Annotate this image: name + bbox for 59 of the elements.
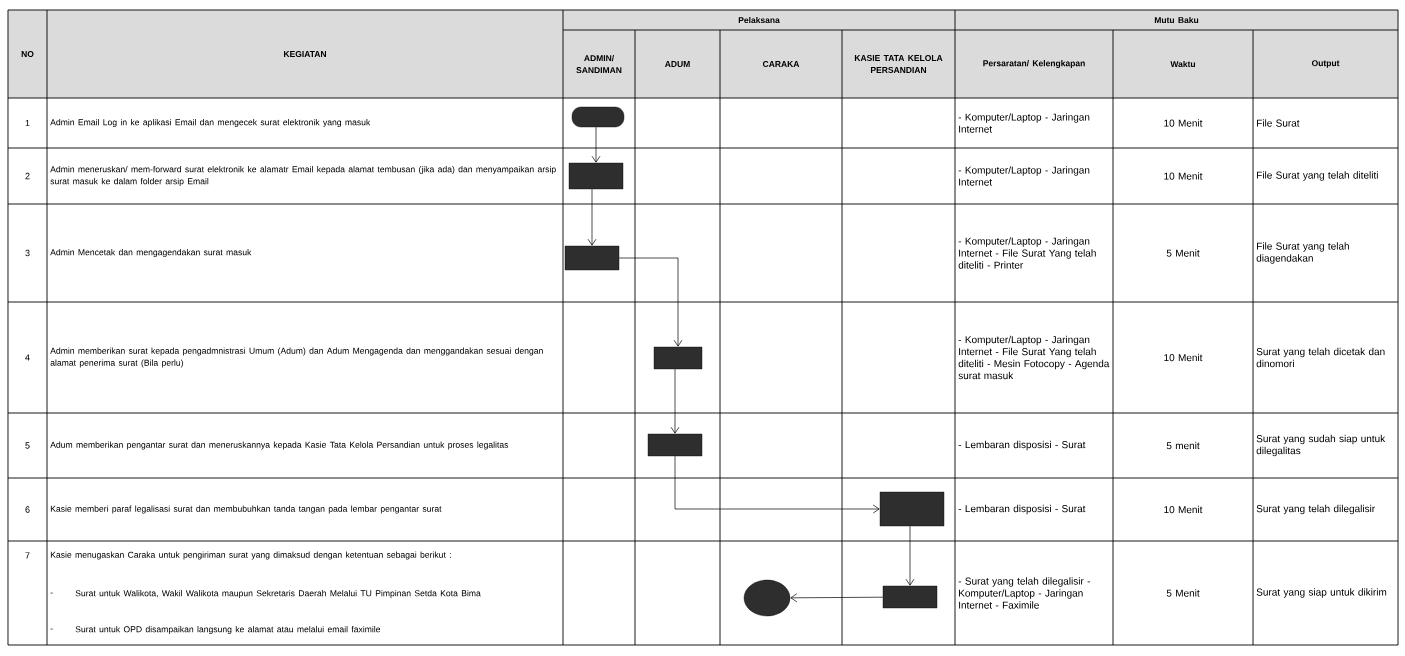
output-text: File Surat yang telah diagendakan: [1256, 242, 1349, 264]
process-box: [882, 585, 938, 609]
arrow: [618, 257, 683, 347]
duration-text: 5 menit: [1166, 441, 1200, 450]
duration-text: 10 Menit: [1164, 172, 1203, 180]
duration-text: 10 Menit: [1164, 353, 1203, 362]
row-number: 1: [25, 119, 30, 127]
activity-text: Admin Email Log in ke aplikasi Email dan mengecek surat elektronik yang masuk: [50, 119, 371, 127]
terminator-shape: [571, 106, 625, 128]
requirement-list: - Komputer/Laptop - Jaringan Internet - File Surat Yang telah diteliti - Mesin Fotocopy - Agenda surat masuk: [958, 335, 1110, 380]
column-header: Pelaksana: [563, 10, 955, 30]
output-text: File Surat yang telah diteliti: [1257, 171, 1378, 181]
row-number: 5: [25, 442, 30, 449]
activity-text: Admin memberikan surat kepada pengadmnistrasi Umum (Adum) dan Adum Mengagenda dan menggandakan sesuai dengan alamat penerima surat (Bila perlu): [50, 347, 543, 368]
activity-text: Admin Mencetak dan mengagendakan surat masuk: [50, 249, 252, 257]
column-header: CARAKA: [720, 30, 842, 98]
activity-text: Surat untuk Walikota, Wakil Walikota maupun Sekretaris Daerah Melalui TU Pimpinan Setda Kota Bima: [75, 590, 481, 598]
process-box: [568, 162, 624, 190]
duration-text: 10 Menit: [1164, 119, 1203, 127]
arrow: [591, 126, 601, 163]
output-text: Surat yang telah dicetak dan dinomori: [1256, 347, 1385, 368]
bullet-dash: -: [50, 628, 53, 630]
process-box: [879, 491, 945, 527]
row-number: 4: [25, 354, 30, 361]
output-text: File Surat: [1257, 119, 1300, 127]
arrow: [790, 593, 884, 603]
duration-text: 5 Menit: [1166, 589, 1200, 597]
duration-text: 10 Menit: [1164, 505, 1203, 514]
arrow: [587, 188, 597, 246]
activity-text: Adum memberikan pengantar surat dan meneruskannya kepada Kasie Tata Kelola Persandian untuk proses legalitas: [50, 441, 509, 450]
column-header: ADUM: [635, 30, 720, 98]
bullet-dash: -: [50, 592, 53, 594]
column-header: KASIE TATA KELOLA PERSANDIAN: [842, 30, 955, 98]
output-text: Surat yang telah dilegalisir: [1256, 504, 1375, 515]
activity-text: Kasie memberi paraf legalisasi surat dan membubuhkan tanda tangan pada lembar pengantar surat: [50, 505, 442, 514]
arrow: [674, 455, 880, 514]
row-number: 3: [25, 249, 30, 257]
process-box: [564, 245, 620, 271]
column-header: Persaratan/ Kelengkapan: [955, 30, 1113, 98]
arrow: [670, 368, 680, 434]
end-ellipse: [743, 579, 791, 617]
row-number: 6: [25, 506, 30, 513]
column-header: Waktu: [1113, 30, 1253, 98]
column-header: Output: [1253, 30, 1398, 98]
requirement-list: - Komputer/Laptop - Jaringan Internet - File Surat Yang telah diteliti - Printer: [958, 237, 1096, 269]
output-text: Surat yang sudah siap untuk dilegalitas: [1256, 434, 1386, 457]
requirement-list: - Lembaran disposisi - Surat: [958, 440, 1086, 451]
activity-text: Surat untuk OPD disampaikan langsung ke alamat atau melalui email faximile: [75, 626, 381, 634]
column-header: ADMIN/ SANDIMAN: [563, 30, 635, 98]
duration-text: 5 Menit: [1166, 249, 1200, 257]
output-text: Surat yang siap untuk dikirim: [1256, 588, 1387, 598]
process-box: [653, 346, 703, 370]
process-box: [647, 433, 703, 457]
row-number: 7: [25, 552, 30, 559]
activity-text: Kasie menugaskan Caraka untuk pengiriman surat yang dimaksud dengan ketentuan sebagai berikut :: [50, 551, 451, 560]
requirement-list: - Komputer/Laptop - Jaringan Internet: [958, 166, 1090, 186]
requirement-list: - Komputer/Laptop - Jaringan Internet: [958, 113, 1090, 133]
arrow: [905, 525, 915, 586]
row-number: 2: [25, 172, 30, 180]
